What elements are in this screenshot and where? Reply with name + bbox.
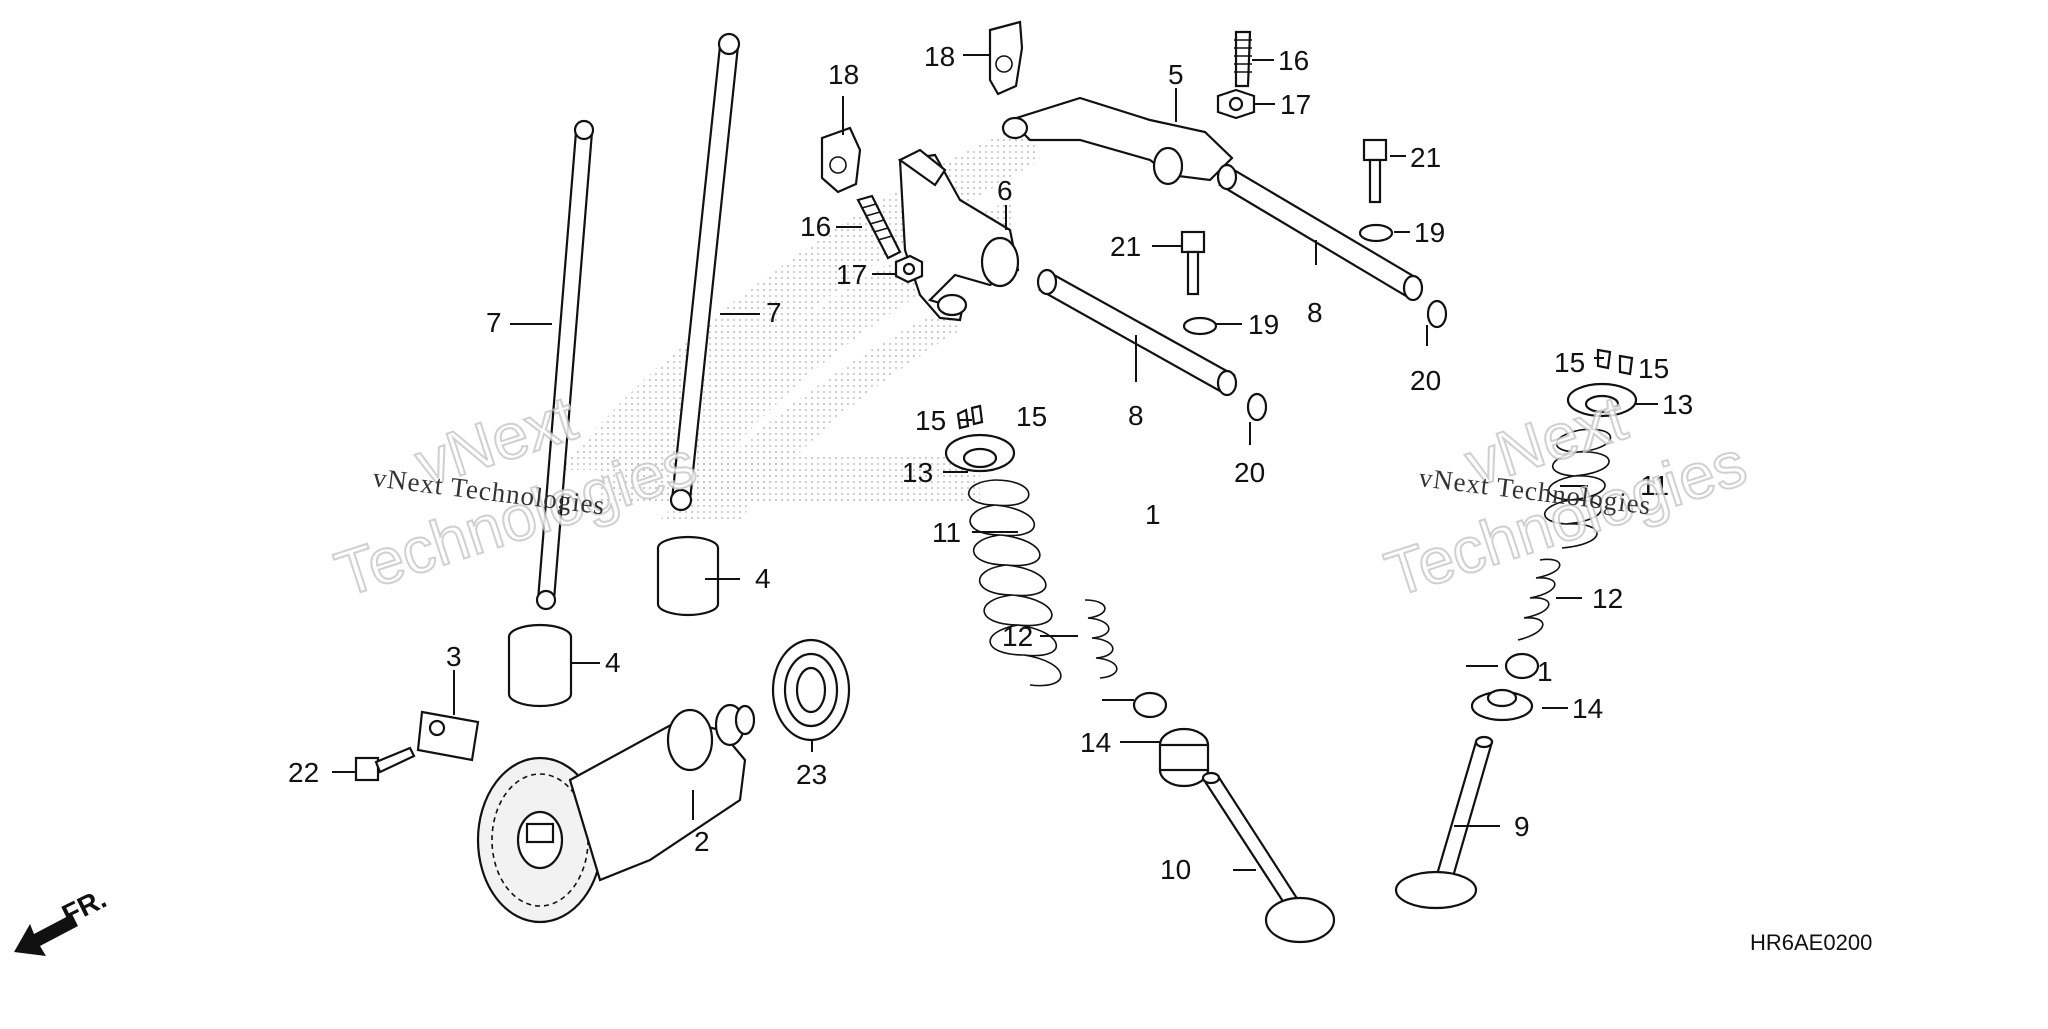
bolt-lower — [1180, 230, 1206, 296]
washer-upper — [1358, 223, 1394, 243]
rocker-shaft-upper — [1216, 163, 1424, 302]
rocker-arm-6 — [897, 148, 1020, 322]
callout-15-d: 15 — [1638, 353, 1669, 384]
callout-17-left: 17 — [836, 259, 867, 290]
o-ring-lower — [1246, 392, 1268, 422]
callout-4-lower: 4 — [605, 647, 621, 678]
callout-1-right: 1 — [1537, 656, 1553, 687]
push-rod-right — [669, 32, 741, 512]
callout-2: 2 — [694, 826, 710, 857]
callout-23: 23 — [796, 759, 827, 790]
gasket-left — [820, 126, 862, 194]
spring-seat-right — [1470, 688, 1534, 722]
washer-lower — [1182, 316, 1218, 336]
spring-seat-left — [1158, 727, 1210, 788]
callout-7-right: 7 — [766, 297, 782, 328]
callout-11-left: 11 — [932, 517, 961, 548]
lifter-upper — [656, 535, 720, 617]
lock-nut-right — [1216, 88, 1256, 120]
callout-20-lower: 20 — [1234, 457, 1265, 488]
stem-seal-right — [1504, 652, 1540, 680]
flange-bolt-lower — [354, 746, 416, 782]
gasket-right — [988, 20, 1024, 96]
callout-3: 3 — [446, 641, 462, 672]
callout-labels: 1 1 2 3 4 4 5 6 7 7 8 8 9 10 11 11 12 12… — [288, 41, 1693, 885]
diagram-code: HR6AE0200 — [1750, 930, 1872, 955]
callout-18-right: 18 — [924, 41, 955, 72]
callout-20-upper: 20 — [1410, 365, 1441, 396]
outer-spring-left — [967, 479, 1062, 687]
callout-18-left: 18 — [828, 59, 859, 90]
callout-15-c: 15 — [1554, 347, 1585, 378]
rocker-arm-5 — [1001, 96, 1234, 186]
callout-21-upper: 21 — [1410, 142, 1441, 173]
inner-spring-right — [1517, 558, 1561, 641]
callout-16-left: 16 — [800, 211, 831, 242]
lock-nut-left — [894, 254, 924, 284]
callout-7-left: 7 — [486, 307, 502, 338]
callout-14-right: 14 — [1572, 693, 1603, 724]
callout-19-lower: 19 — [1248, 309, 1279, 340]
callout-12-left: 12 — [1002, 621, 1033, 652]
callout-16-right: 16 — [1278, 45, 1309, 76]
adjusting-screw-left — [856, 194, 902, 260]
callout-15-b: 15 — [1016, 401, 1047, 432]
lifter-lower — [507, 623, 573, 708]
callout-15-a: 15 — [915, 405, 946, 436]
leader-lines — [332, 54, 1658, 871]
intake-valve — [1394, 735, 1494, 910]
cam-plate — [416, 710, 480, 762]
callout-8-upper: 8 — [1307, 297, 1323, 328]
callout-17-right: 17 — [1280, 89, 1311, 120]
exhaust-valve — [1201, 771, 1336, 944]
retainer-right — [1566, 382, 1638, 418]
inner-spring-left — [1084, 599, 1118, 679]
stem-seal-left — [1132, 691, 1168, 719]
callout-8-lower: 8 — [1128, 400, 1144, 431]
callout-1-left: 1 — [1145, 499, 1161, 530]
callout-12-right: 12 — [1592, 583, 1623, 614]
callout-9: 9 — [1514, 811, 1530, 842]
camshaft-assembly — [476, 703, 756, 924]
callout-6: 6 — [997, 175, 1013, 206]
cotters-right — [1596, 348, 1634, 376]
callout-10: 10 — [1160, 854, 1191, 885]
callout-13-left: 13 — [902, 457, 933, 488]
callout-22: 22 — [288, 757, 319, 788]
front-arrow-icon: FR. — [14, 883, 111, 956]
outer-spring-right — [1543, 428, 1612, 549]
callout-21-lower: 21 — [1110, 231, 1141, 262]
callout-11-right: 11 — [1640, 470, 1669, 501]
rocker-shaft-lower — [1036, 268, 1238, 397]
callout-19-upper: 19 — [1414, 217, 1445, 248]
adjusting-screw-right — [1234, 30, 1252, 88]
cotters-left — [956, 404, 984, 430]
retainer-left — [944, 433, 1016, 473]
callout-5: 5 — [1168, 59, 1184, 90]
callout-13-right: 13 — [1662, 389, 1693, 420]
callout-14-left: 14 — [1080, 727, 1111, 758]
bearing — [771, 638, 851, 742]
push-rod-left — [535, 119, 595, 611]
bolt-upper — [1362, 138, 1388, 204]
o-ring-upper — [1426, 299, 1448, 329]
callout-4-upper: 4 — [755, 563, 771, 594]
